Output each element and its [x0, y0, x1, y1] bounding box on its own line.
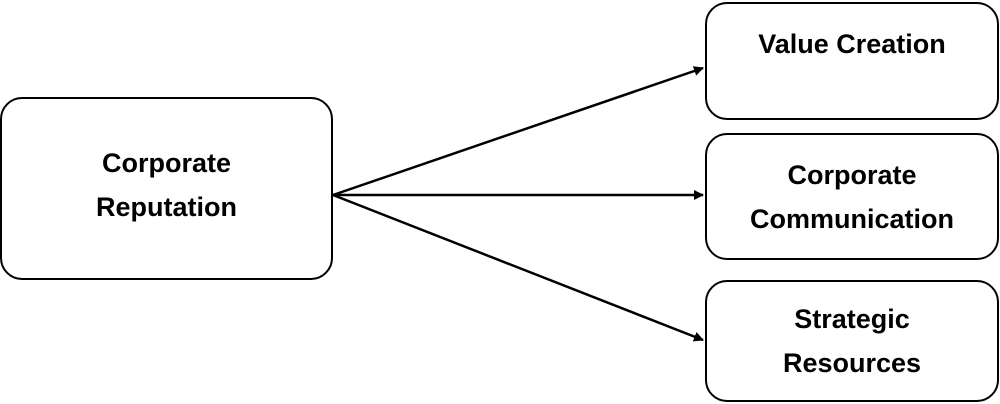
value-creation-box: Value Creation — [705, 2, 999, 120]
corporate-reputation-line-1: Corporate — [101, 147, 231, 178]
strategic-resources-line-1: Strategic — [794, 304, 910, 334]
corporate-communication-line-2: Communication — [749, 203, 954, 234]
strategic-resources-line-2: Resources — [782, 348, 922, 378]
corporate-communication-line-1: Corporate — [787, 159, 917, 190]
arrow-to-strategic-resources — [332, 193, 704, 342]
corporate-reputation-line-2: Reputation — [96, 191, 237, 222]
value-creation-label: Value Creation — [758, 29, 946, 59]
corporate-communication-box: Corporate Communication — [705, 133, 999, 260]
strategic-resources-box: Strategic Resources — [705, 280, 999, 402]
corporate-reputation-box: Corporate Reputation — [0, 97, 333, 280]
arrow-to-value-creation — [332, 66, 704, 197]
